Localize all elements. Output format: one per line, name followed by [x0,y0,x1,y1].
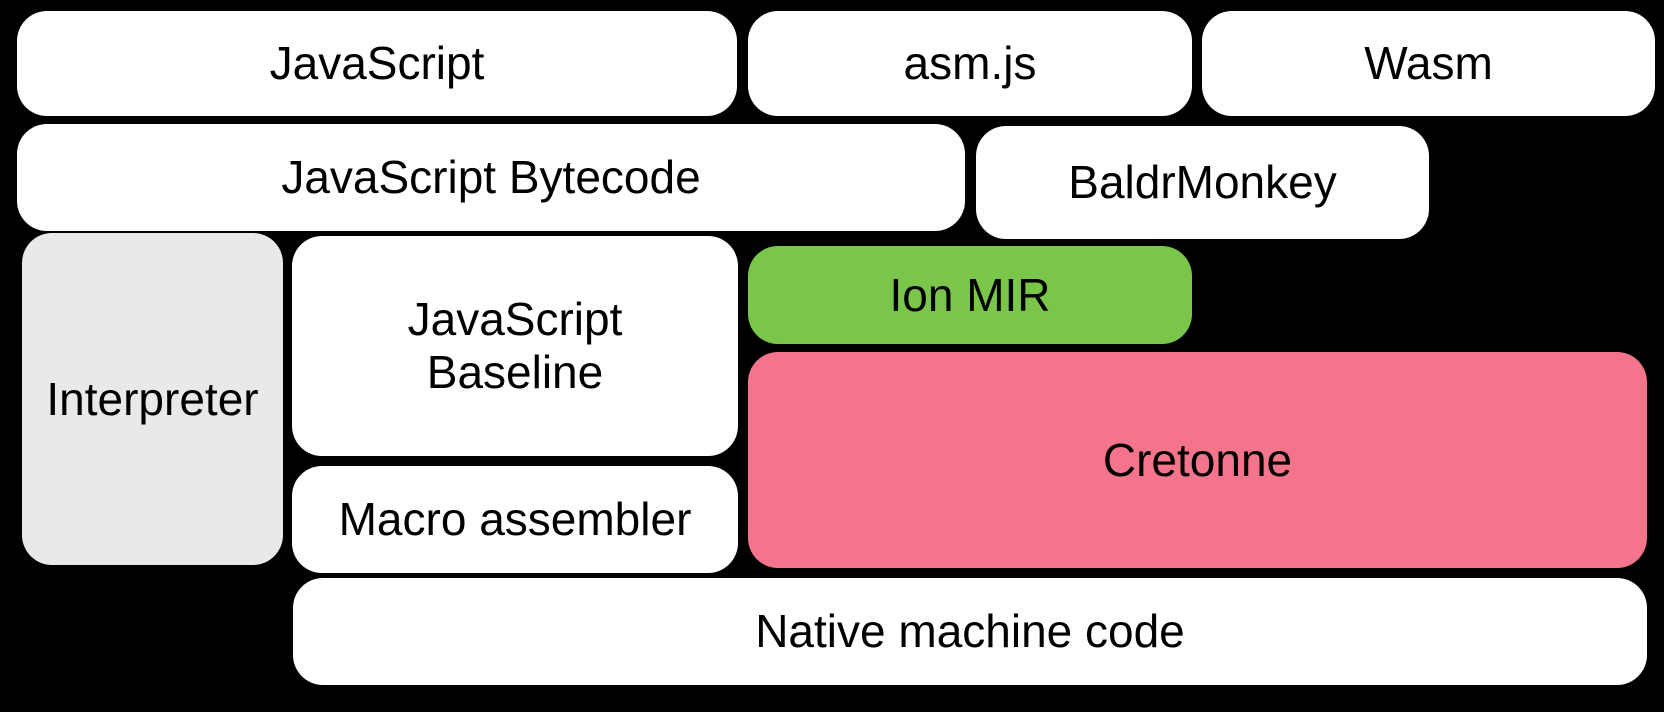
node-label: asm.js [903,37,1037,90]
node-label: Interpreter [46,372,259,425]
node-ion-mir: Ion MIR [748,246,1192,344]
node-label: Cretonne [1102,433,1293,486]
node-label: JavaScript [269,37,485,90]
node-javascript: JavaScript [17,11,737,116]
node-label: Native machine code [755,605,1185,658]
node-label: JavaScript Bytecode [281,151,701,204]
node-macro-assembler: Macro assembler [292,466,738,573]
node-javascript-baseline: JavaScript Baseline [292,236,738,456]
node-native-machine-code: Native machine code [293,578,1647,685]
node-label: Macro assembler [338,493,692,546]
node-baldrmonkey: BaldrMonkey [976,126,1429,239]
node-javascript-bytecode: JavaScript Bytecode [17,124,965,231]
node-wasm: Wasm [1202,11,1655,116]
node-cretonne: Cretonne [748,352,1647,568]
node-label-line: Baseline [426,346,604,398]
node-label: BaldrMonkey [1068,156,1337,209]
node-asm-js: asm.js [748,11,1192,116]
node-label: Ion MIR [889,268,1051,321]
node-label-line: JavaScript [407,293,623,346]
node-interpreter: Interpreter [22,233,283,565]
node-label: Wasm [1364,37,1493,90]
